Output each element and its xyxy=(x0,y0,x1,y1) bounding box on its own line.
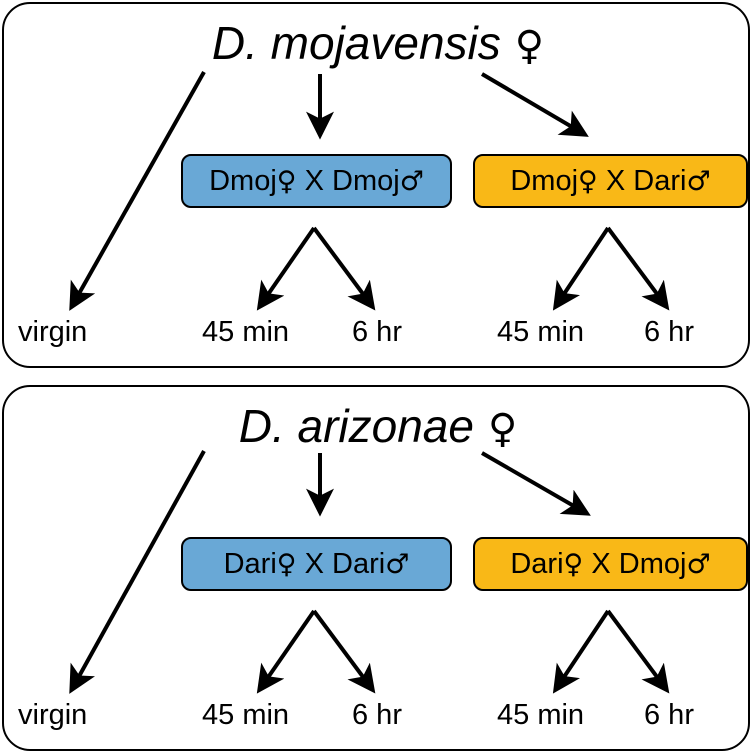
female-symbol: ♀ xyxy=(276,548,297,580)
arrow-to-virgin xyxy=(69,450,206,694)
female-symbol: ♀ xyxy=(563,548,584,580)
arrow-conspecific-6hr xyxy=(312,226,376,311)
label-heterospecific-45min: 45 min xyxy=(497,699,585,731)
cross-x: X xyxy=(304,164,324,197)
arrow-conspecific-45min xyxy=(256,609,316,694)
cross-male: Dari xyxy=(633,164,687,197)
arrow-to-virgin xyxy=(69,71,206,311)
arrows-layer xyxy=(69,71,670,311)
cross-box-conspecific: Dmoj♀ X Dmoj♂ xyxy=(181,154,452,208)
male-symbol: ♂ xyxy=(385,548,410,580)
arrow-to-heterospecific-cross xyxy=(481,451,591,516)
label-virgin: virgin xyxy=(18,316,88,348)
arrows-layer xyxy=(69,450,670,694)
label-heterospecific-45min: 45 min xyxy=(497,316,585,348)
label-conspecific-45min: 45 min xyxy=(202,699,290,731)
arrow-heterospecific-45min xyxy=(552,609,610,694)
species-title: D. mojavensis ♀ xyxy=(4,16,752,73)
cross-x: X xyxy=(605,164,626,197)
arrow-heterospecific-6hr xyxy=(606,226,670,311)
label-conspecific-6hr: 6 hr xyxy=(352,699,402,731)
label-virgin: virgin xyxy=(18,699,88,731)
arrow-heterospecific-45min xyxy=(552,226,610,311)
cross-female: Dari xyxy=(223,547,277,580)
cross-female: Dmoj xyxy=(510,164,579,197)
cross-x: X xyxy=(304,547,324,580)
arrow-conspecific-6hr xyxy=(312,609,376,694)
arrow-conspecific-45min xyxy=(256,226,316,311)
cross-box-heterospecific: Dmoj♀ X Dari♂ xyxy=(473,154,748,208)
cross-x: X xyxy=(591,547,611,580)
cross-male: Dmoj xyxy=(618,547,687,580)
female-symbol: ♀ xyxy=(514,23,545,69)
female-symbol: ♀ xyxy=(487,406,518,452)
female-symbol: ♀ xyxy=(276,165,297,197)
arrow-heterospecific-6hr xyxy=(606,609,670,694)
species-title: D. arizonae ♀ xyxy=(4,399,752,456)
cross-male: Dari xyxy=(332,547,386,580)
cross-male: Dmoj xyxy=(332,164,400,197)
cross-box-heterospecific: Dari♀ X Dmoj♂ xyxy=(473,537,748,591)
species-name: D. mojavensis xyxy=(211,17,501,69)
arizonae-panel: D. arizonae♀ Dari♀ X Dari♂ Dari♀ X Dmoj♂… xyxy=(2,385,750,751)
label-heterospecific-6hr: 6 hr xyxy=(644,316,694,348)
label-conspecific-45min: 45 min xyxy=(202,316,290,348)
male-symbol: ♂ xyxy=(399,165,424,197)
cross-female: Dmoj xyxy=(209,164,277,197)
species-name: D. arizonae xyxy=(238,400,474,452)
label-conspecific-6hr: 6 hr xyxy=(352,316,402,348)
cross-box-conspecific: Dari♀ X Dari♂ xyxy=(181,537,452,591)
mojavensis-panel: D. mojavensis♀ Dmoj♀ X Dmoj♂ Dmoj♀ X Dar… xyxy=(2,2,750,368)
cross-female: Dari xyxy=(510,547,564,580)
arrow-to-heterospecific-cross xyxy=(480,72,589,137)
branch-conspecific xyxy=(258,228,372,308)
female-symbol: ♀ xyxy=(578,165,598,197)
male-symbol: ♂ xyxy=(686,165,711,197)
male-symbol: ♂ xyxy=(686,548,711,580)
label-heterospecific-6hr: 6 hr xyxy=(644,699,694,731)
